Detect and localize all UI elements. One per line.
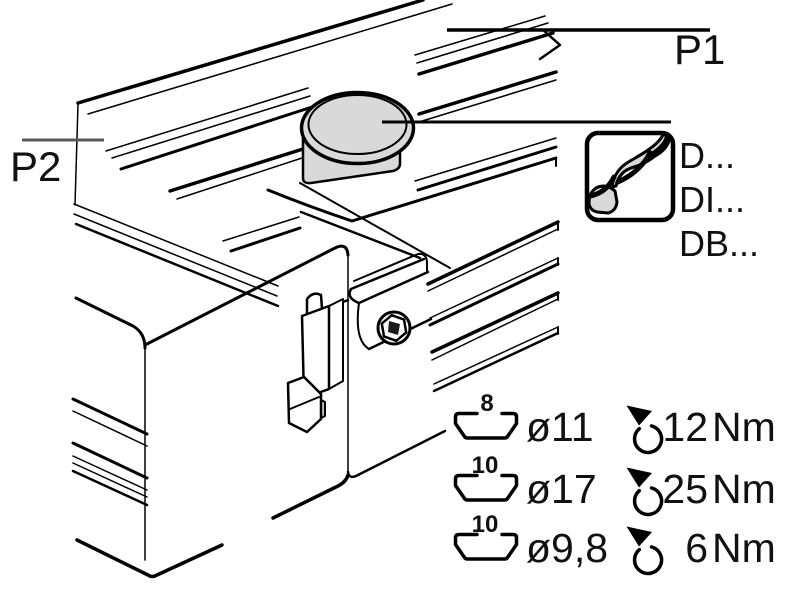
wrench-size-icon <box>453 532 519 561</box>
hex-socket-screw-icon <box>376 310 412 346</box>
p2-callout: P2 <box>10 138 104 190</box>
diameter-value: ø9,8 <box>526 525 608 571</box>
torque-row: 10 ø9,8 6 Nm <box>453 511 776 576</box>
torque-value: 25 <box>662 466 708 512</box>
cover-cap <box>299 90 416 185</box>
torque-row: 10 ø17 25 Nm <box>453 452 776 517</box>
torque-unit: Nm <box>712 466 776 512</box>
torque-value: 12 <box>662 404 708 450</box>
cap-type-labels: D... DI... DB... <box>679 135 759 264</box>
profile-clamp <box>286 252 433 434</box>
diameter-value: ø17 <box>526 466 597 512</box>
torque-tightening-arrow-icon <box>626 405 664 455</box>
wrench-size-icon <box>453 473 519 502</box>
torque-unit: Nm <box>712 404 776 450</box>
cap-type-label-2: DI... <box>679 179 745 220</box>
wrench-size-icon <box>453 411 519 440</box>
torque-tightening-arrow-icon <box>626 526 664 576</box>
torque-row: 8 ø11 12 Nm <box>453 390 776 455</box>
profile-line-art <box>71 0 562 579</box>
wrench-size-value: 8 <box>480 390 493 417</box>
torque-unit: Nm <box>712 525 776 571</box>
p1-callout: P1 <box>447 26 725 73</box>
torque-value: 6 <box>685 525 708 571</box>
p2-label: P2 <box>10 143 61 190</box>
p1-label: P1 <box>674 26 725 73</box>
cap-type-label-3: DB... <box>679 223 759 264</box>
cap-type-label-1: D... <box>679 135 735 176</box>
drill-bit-icon <box>584 130 676 223</box>
torque-tightening-arrow-icon <box>626 467 664 517</box>
diameter-value: ø11 <box>526 404 594 450</box>
